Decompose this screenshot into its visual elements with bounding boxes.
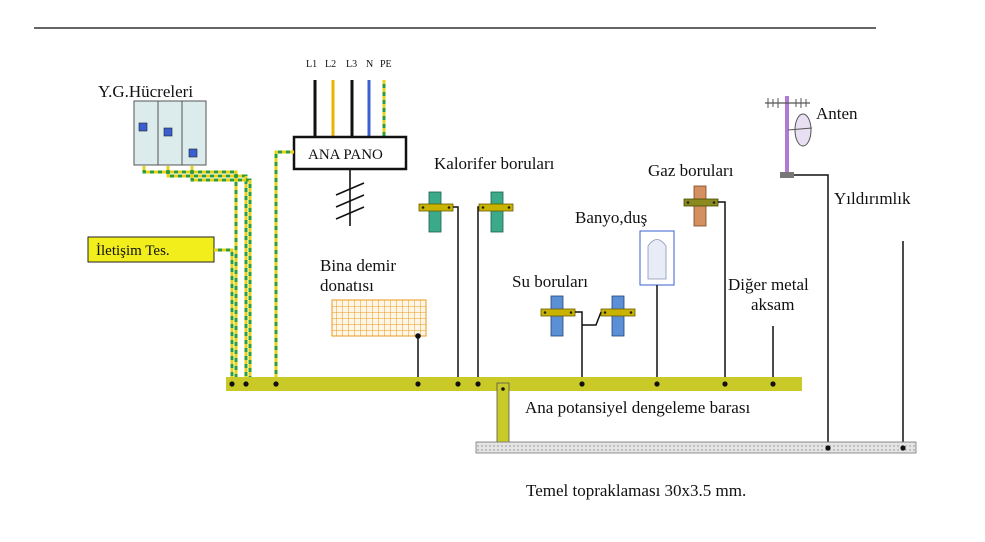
lightning-label: Yıldırımlık (834, 189, 911, 208)
phase-l1-label: L1 (306, 59, 317, 70)
gas-wire (718, 201, 726, 384)
main-bar-label: Ana potansiyel dengeleme barası (525, 398, 750, 417)
phase-l3-label: L3 (346, 59, 357, 70)
phase-l2-label: L2 (325, 59, 336, 70)
hv-cells (133, 100, 207, 166)
foundation-label: Temel topraklaması 30x3.5 mm. (526, 481, 746, 500)
rebar-label-line1: Bina demir (320, 256, 396, 275)
comm-pe-wire (214, 248, 234, 384)
water-pipe-1 (540, 295, 576, 337)
antenna-label: Anten (816, 104, 858, 123)
bar-to-foundation-link (496, 382, 510, 450)
water-pipe-2 (600, 295, 636, 337)
comm-label: İletişim Tes. (96, 243, 170, 259)
hv-cells-pe-wire (142, 166, 252, 384)
gas-pipe (683, 185, 719, 227)
heating-wires (453, 206, 479, 384)
phase-pe-label: PE (380, 59, 392, 70)
hv-cells-label: Y.G.Hücreleri (98, 82, 193, 101)
rebar-label-line2: donatısı (320, 276, 374, 295)
water-pipes-label: Su boruları (512, 272, 588, 291)
outgoing-cable (335, 169, 365, 226)
main-panel-label: ANA PANO (308, 147, 383, 163)
comm-box (87, 236, 215, 263)
antenna-icon (765, 96, 813, 178)
bar-connection-nodes (229, 381, 776, 387)
bath-shape (647, 239, 667, 280)
main-bonding-bar (226, 377, 802, 391)
heating-pipe-2 (478, 191, 514, 233)
gas-pipes-label: Gaz boruları (648, 161, 734, 180)
bath-label: Banyo,duş (575, 208, 647, 227)
foundation-earth-strip (475, 441, 917, 454)
main-panel-pe-wire (274, 150, 294, 384)
water-wires (575, 311, 602, 384)
other-metal-label-line2: aksam (751, 295, 794, 314)
rebar-grid (331, 299, 427, 337)
heating-pipes-label: Kalorifer boruları (434, 154, 555, 173)
heating-pipe-1 (418, 191, 454, 233)
incoming-wires (313, 80, 386, 137)
other-metal-label-line1: Diğer metal (728, 275, 809, 294)
phase-n-label: N (366, 59, 373, 70)
rebar-node (415, 333, 421, 339)
antenna-down-conductor (794, 174, 829, 449)
